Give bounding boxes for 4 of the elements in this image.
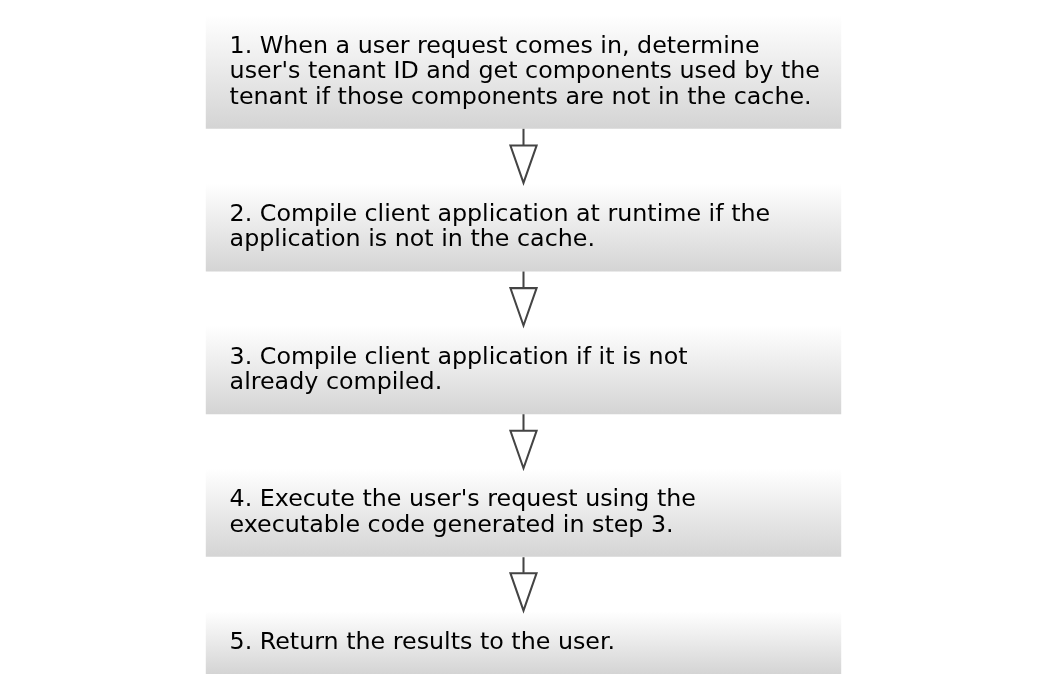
arrow [509, 414, 538, 472]
arrow [509, 271, 538, 329]
arrow [509, 128, 538, 186]
arrow [509, 557, 538, 614]
